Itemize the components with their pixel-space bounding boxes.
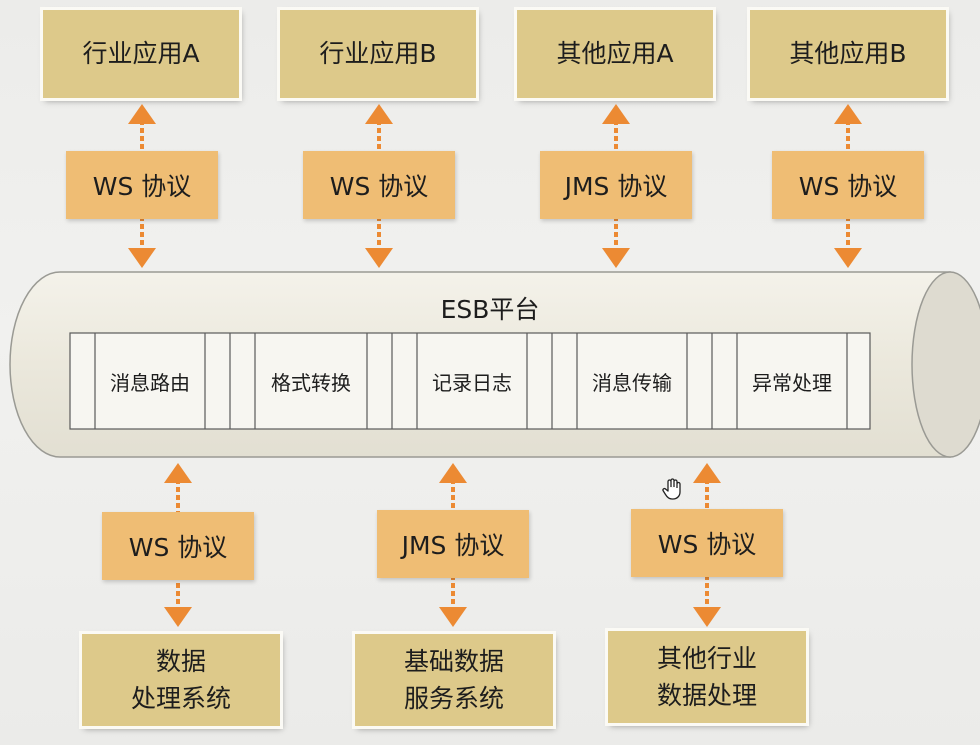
system-box-other-industry: 其他行业 数据处理 [608,631,806,723]
protocol-box-top-1: WS 协议 [66,151,218,219]
app-box-industry-a: 行业应用A [43,10,239,98]
system-box-line2: 服务系统 [403,684,504,713]
protocol-label: JMS 协议 [564,172,668,201]
system-box-line1: 数据 [155,646,206,676]
protocol-box-bottom-2: JMS 协议 [377,510,529,578]
function-logging: 记录日志 [432,370,512,395]
function-format-conversion: 格式转换 [271,370,351,395]
protocol-box-bottom-1: WS 协议 [102,512,254,580]
esb-pipe-end [911,271,980,458]
app-box-industry-b: 行业应用B [280,10,476,98]
protocol-box-top-4: WS 协议 [772,151,924,219]
function-message-transport: 消息传输 [592,370,672,395]
protocol-label: WS 协议 [798,172,898,201]
system-box-line2: 处理系统 [130,684,231,713]
app-box-other-b: 其他应用B [750,10,946,98]
protocol-label: WS 协议 [657,530,757,559]
protocol-box-top-2: WS 协议 [303,151,455,219]
protocol-label: JMS 协议 [401,531,505,560]
app-box-label: 行业应用A [82,38,200,68]
esb-title: ESB平台 [440,295,540,324]
app-box-other-a: 其他应用A [517,10,713,98]
app-box-label: 其他应用B [789,38,907,68]
protocol-label: WS 协议 [329,172,429,201]
protocol-box-top-3: JMS 协议 [540,151,692,219]
function-message-routing: 消息路由 [110,370,190,395]
protocol-label: WS 协议 [128,533,228,562]
system-box-data-processing: 数据 处理系统 [82,634,280,726]
app-box-label: 其他应用A [556,38,674,68]
system-box-basic-data-service: 基础数据 服务系统 [355,634,553,726]
system-box-line2: 数据处理 [656,681,757,710]
protocol-box-bottom-3: WS 协议 [631,509,783,577]
app-box-label: 行业应用B [319,38,437,68]
hand-cursor-icon [662,478,681,500]
system-box-line1: 基础数据 [403,646,504,676]
function-exception-handling: 异常处理 [752,370,832,395]
system-box-line1: 其他行业 [656,643,757,673]
protocol-label: WS 协议 [92,172,192,201]
